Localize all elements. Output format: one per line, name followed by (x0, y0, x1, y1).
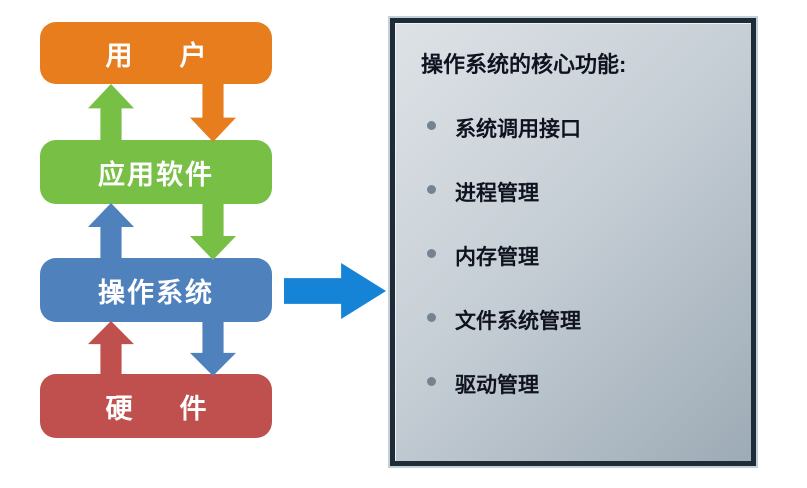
right-arrow-icon-os-to-panel (284, 263, 386, 319)
layer-label-user: 用 户 (105, 40, 217, 71)
core-functions-panel-content: 操作系统的核心功能: 系统调用接口 进程管理 内存管理 文件系统管理 驱动管理 (395, 23, 751, 399)
core-functions-panel: 操作系统的核心功能: 系统调用接口 进程管理 内存管理 文件系统管理 驱动管理 (390, 18, 756, 466)
core-functions-list: 系统调用接口 进程管理 内存管理 文件系统管理 驱动管理 (421, 113, 729, 399)
list-item-memory-management: 内存管理 (421, 241, 729, 271)
up-arrow-icon-os-to-app (88, 203, 134, 260)
layer-box-hardware: 硬 件 (40, 374, 272, 438)
list-item-syscall-interface: 系统调用接口 (421, 113, 729, 143)
layer-label-hardware: 硬 件 (105, 393, 217, 424)
list-item-process-management: 进程管理 (421, 177, 729, 207)
up-arrow-icon-app-to-user (88, 84, 134, 142)
layer-box-operating-system: 操作系统 (40, 258, 272, 322)
layer-label-operating-system: 操作系统 (98, 277, 214, 308)
layer-box-user: 用 户 (40, 22, 272, 84)
list-item-driver-management: 驱动管理 (421, 369, 729, 399)
down-arrow-icon-app-to-os (190, 203, 236, 260)
down-arrow-icon-user-to-app (190, 84, 236, 142)
layer-box-application: 应用软件 (40, 140, 272, 204)
list-item-filesystem-management: 文件系统管理 (421, 305, 729, 335)
layer-label-application: 应用软件 (98, 159, 214, 190)
up-arrow-icon-hw-to-os (88, 321, 134, 376)
panel-title: 操作系统的核心功能: (421, 52, 627, 77)
down-arrow-icon-os-to-hw (190, 321, 236, 376)
